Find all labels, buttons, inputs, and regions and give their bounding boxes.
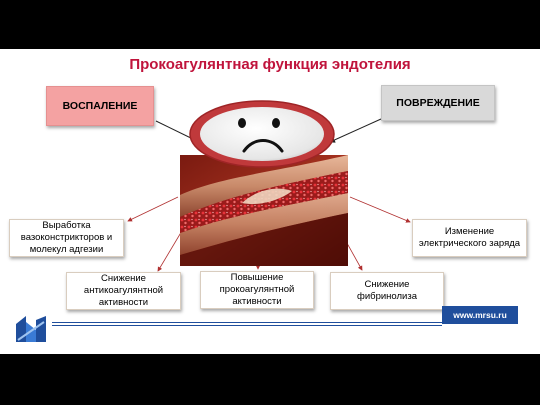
arrow-damage [329,118,382,143]
effect-box-vasoconstrictors: Выработка вазоконстрикторов и молекул ад… [9,219,124,257]
footer-rule [52,322,442,323]
effect-box-fibrinolysis: Снижение фибринолиза [330,272,444,310]
university-logo [16,316,46,342]
arrow-effect-1 [127,196,179,222]
arrow-effect-5 [349,196,411,223]
inflammation-box: ВОСПАЛЕНИЕ [46,86,154,126]
website-link[interactable]: www.mrsu.ru [442,306,518,324]
effect-box-charge: Изменение электрического заряда [412,219,527,257]
blood-vessel-image [180,155,348,266]
slide-title: Прокоагулянтная функция эндотелия [129,56,411,73]
slide: Прокоагулянтная функция эндотелия ВОСПАЛ… [0,49,540,354]
footer-rule-2 [52,325,442,326]
effect-box-procoagulant: Повышение прокоагулянтной активности [200,271,314,309]
sad-face-icon [189,100,335,168]
damage-box: ПОВРЕЖДЕНИЕ [381,85,495,121]
effect-box-anticoagulant: Снижение антикоагулянтной активности [66,272,181,310]
